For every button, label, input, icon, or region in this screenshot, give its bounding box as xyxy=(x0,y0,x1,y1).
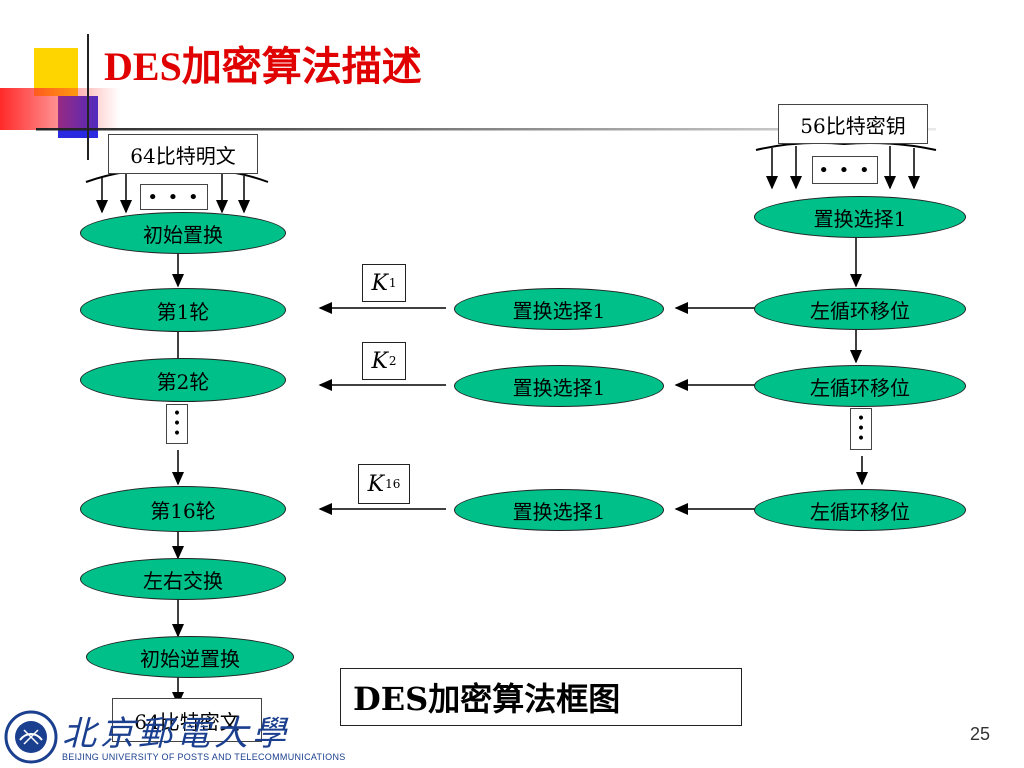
permuted-choice-round-16: 置换选择1 xyxy=(454,489,664,531)
left-right-swap: 左右交换 xyxy=(80,558,286,600)
round-16: 第16轮 xyxy=(80,486,286,532)
ciphertext-label: 64比特密文 xyxy=(112,698,262,742)
left-shift-1: 左循环移位 xyxy=(754,288,966,330)
university-name-english: BEIJING UNIVERSITY OF POSTS AND TELECOMM… xyxy=(62,752,346,762)
page-title: DES加密算法描述 xyxy=(104,44,422,89)
title-underline xyxy=(36,128,936,131)
diagram-caption: DES加密算法框图 xyxy=(340,668,742,726)
subkey-k1-letter: K xyxy=(371,270,388,296)
key-label: 56比特密钥 xyxy=(778,104,928,144)
plaintext-ellipsis: • • • xyxy=(140,184,208,210)
page-number: 25 xyxy=(969,724,990,744)
key-permuted-choice: 置换选择1 xyxy=(754,196,966,238)
university-name-logo: 北京郵電大學 xyxy=(62,714,290,754)
left-shift-2: 左循环移位 xyxy=(754,365,966,407)
decoration xyxy=(0,34,936,160)
university-seal-icon xyxy=(4,710,58,764)
shift-ellipsis: ••• xyxy=(850,408,872,450)
key-bracket xyxy=(755,141,937,151)
subkey-k1-index: 1 xyxy=(388,276,397,290)
key-ellipsis: • • • xyxy=(812,156,878,184)
subkey-k16-letter: K xyxy=(367,471,385,497)
round-1: 第1轮 xyxy=(80,288,286,332)
subkey-k2-index: 2 xyxy=(388,354,397,368)
initial-permutation: 初始置换 xyxy=(80,212,286,254)
rounds-ellipsis: ••• xyxy=(166,404,188,444)
left-shift-16: 左循环移位 xyxy=(754,489,966,531)
subkey-k16-index: 16 xyxy=(385,477,401,491)
subkey-k2-letter: K xyxy=(371,348,388,374)
plaintext-label: 64比特明文 xyxy=(108,134,258,174)
inverse-initial-permutation: 初始逆置换 xyxy=(86,636,294,678)
permuted-choice-round-2: 置换选择1 xyxy=(454,365,664,407)
round-2: 第2轮 xyxy=(80,358,286,402)
red-band xyxy=(0,88,120,130)
permuted-choice-round-1: 置换选择1 xyxy=(454,288,664,330)
